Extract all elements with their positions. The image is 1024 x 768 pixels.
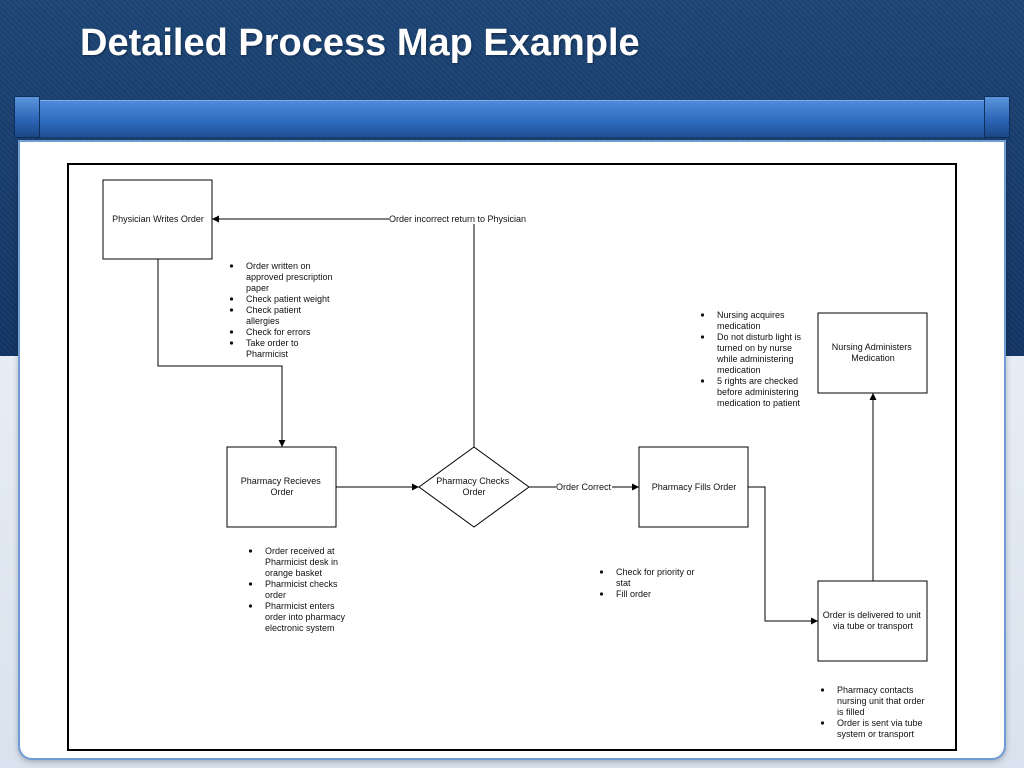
bullet-icon <box>229 330 234 334</box>
node-label-physician: Physician Writes Order <box>112 214 204 224</box>
pharmacy-checks-order-node <box>418 446 530 528</box>
node-label-pharmacy-fills: Pharmacy Fills Order <box>652 482 737 492</box>
bullet-icon <box>599 592 604 596</box>
bullet-icon <box>229 297 234 301</box>
title-band-bar <box>40 100 986 137</box>
bullet-icon <box>229 308 234 312</box>
order-delivered-node <box>817 580 928 662</box>
bullet-icon <box>248 604 253 608</box>
node-label-nursing: Nursing Administers Medication <box>832 342 915 363</box>
note-item: Check patient weight <box>246 294 330 304</box>
bullet-icon <box>820 721 825 725</box>
nursing-administers-node <box>817 312 928 394</box>
connector-physician-to-pharmacy <box>157 259 286 447</box>
title-band-left-cap <box>14 96 40 138</box>
node-label-order-delivered: Order is delivered to unit via tube or t… <box>823 610 924 631</box>
bullet-icon <box>700 335 705 339</box>
node-label-pharmacy-checks: Pharmacy Checks Order <box>436 476 512 497</box>
title-band-right-cap <box>984 96 1010 138</box>
edge-label-order-incorrect: Order incorrect return to Physician <box>389 214 526 224</box>
connector-fill-to-delivery <box>748 486 818 625</box>
bullet-icon <box>248 549 253 553</box>
note-item: Check for errors <box>246 327 311 337</box>
diagram-frame <box>67 163 957 751</box>
bullet-icon <box>700 313 705 317</box>
bullet-icon <box>229 341 234 345</box>
bullet-icon <box>820 688 825 692</box>
bullet-icon <box>599 570 604 574</box>
bullet-icon <box>229 264 234 268</box>
physician-writes-order-node <box>102 179 213 260</box>
edge-label-order-correct: Order Correct <box>556 482 612 492</box>
slide-title: Detailed Process Map Example <box>80 22 640 64</box>
title-band <box>14 96 1010 138</box>
pharmacy-fills-order-node <box>638 446 749 528</box>
node-label-pharmacy-receives: Pharmacy Recieves Order <box>241 476 324 497</box>
bullet-icon <box>248 582 253 586</box>
note-item: Fill order <box>616 589 651 599</box>
bullet-icon <box>700 379 705 383</box>
